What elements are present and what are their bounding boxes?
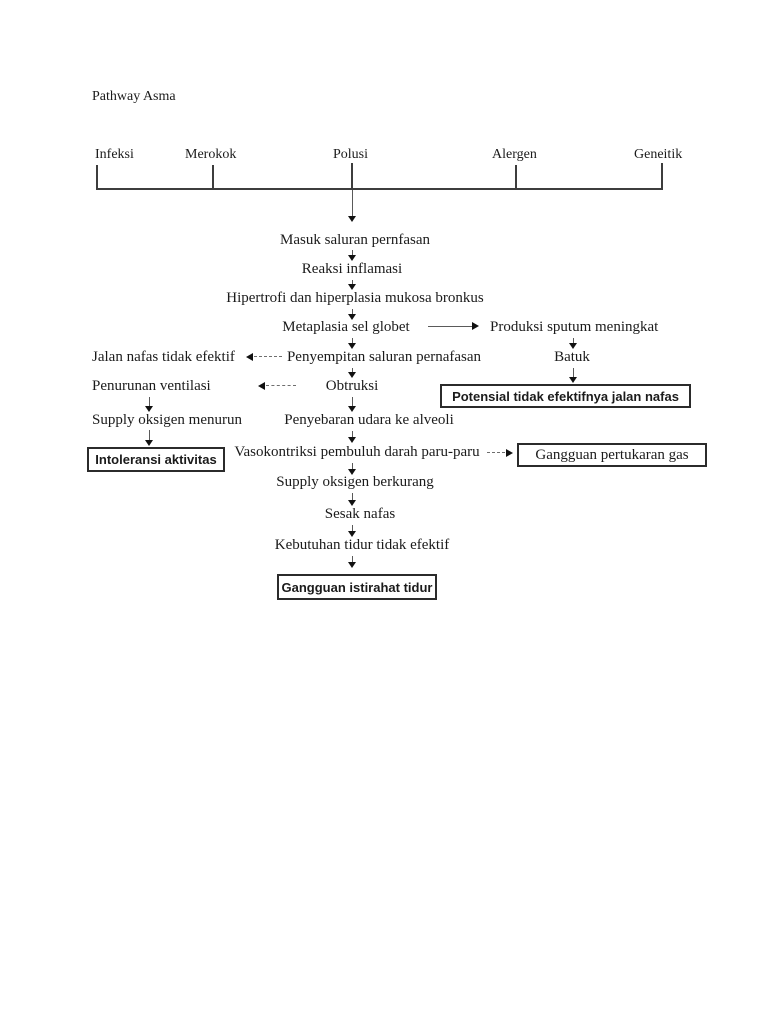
arrow-metaplasia-to-penyempitan: [348, 338, 356, 349]
arrow-obtruksi-to-penyebaran: [348, 397, 356, 412]
node-penyebaran: Penyebaran udara ke alveoli: [284, 412, 454, 428]
arrow-batuk-to-potensial: [569, 368, 577, 383]
bracket-line: [96, 188, 663, 190]
diagnosis-box-gangguan-tidur: Gangguan istirahat tidur: [277, 574, 437, 600]
node-penyempitan: Penyempitan saluran pernafasan: [286, 349, 482, 365]
arrow-masuk-to-reaksi: [348, 250, 356, 261]
arrow-supply-menurun-to-intoleransi: [145, 430, 153, 446]
arrow-metaplasia-to-produksi: [428, 322, 479, 330]
cause-label-infeksi: Infeksi: [95, 147, 134, 162]
arrow-reaksi-to-hipertrofi: [348, 280, 356, 290]
cause-label-alergen: Alergen: [492, 147, 537, 162]
arrow-penyebaran-to-vasokontriksi: [348, 431, 356, 443]
bracket-tick-infeksi: [96, 165, 98, 188]
bracket-tick-geneitik: [661, 163, 663, 188]
page-title: Pathway Asma: [92, 89, 176, 104]
node-obtruksi: Obtruksi: [325, 378, 379, 394]
node-batuk: Batuk: [554, 349, 590, 365]
arrow-kebutuhan-to-gangguan-tidur: [348, 556, 356, 568]
diagnosis-box-potensial: Potensial tidak efektifnya jalan nafas: [440, 384, 691, 408]
dashed-arrow-obtruksi-to-penurunan: [258, 382, 296, 390]
diagnosis-box-gangguan-gas: Gangguan pertukaran gas: [517, 443, 707, 467]
node-supply-berkurang: Supply oksigen berkurang: [276, 474, 434, 490]
cause-label-merokok: Merokok: [185, 147, 237, 162]
node-produksi-sputum: Produksi sputum meningkat: [490, 319, 659, 335]
node-masuk-saluran: Masuk saluran pernfasan: [280, 232, 430, 248]
dashed-arrow-vasokontriksi-to-gangguan-gas: [487, 449, 513, 457]
arrow-sesak-to-kebutuhan: [348, 525, 356, 537]
arrow-produksi-to-batuk: [569, 338, 577, 349]
arrow-hipertrofi-to-metaplasia: [348, 309, 356, 320]
cause-label-geneitik: Geneitik: [634, 147, 683, 162]
arrow-causes-to-masuk: [348, 190, 356, 222]
node-vasokontriksi: Vasokontriksi pembuluh darah paru-paru: [234, 444, 480, 460]
arrow-penurunan-to-supply-menurun: [145, 397, 153, 412]
node-metaplasia: Metaplasia sel globet: [282, 319, 410, 335]
node-hipertrofi: Hipertrofi dan hiperplasia mukosa bronku…: [226, 290, 484, 306]
node-supply-menurun: Supply oksigen menurun: [92, 412, 242, 428]
arrow-penyempitan-to-obtruksi: [348, 368, 356, 378]
node-reaksi-inflamasi: Reaksi inflamasi: [301, 261, 403, 277]
arrow-supply-to-sesak: [348, 493, 356, 506]
bracket-tick-alergen: [515, 165, 517, 188]
dashed-arrow-penyempitan-to-jalan-nafas: [246, 353, 282, 361]
node-penurunan-ventilasi: Penurunan ventilasi: [92, 378, 211, 394]
node-jalan-nafas: Jalan nafas tidak efektif: [92, 349, 235, 365]
node-kebutuhan-tidur: Kebutuhan tidur tidak efektif: [274, 537, 450, 553]
arrow-vasokontriksi-to-supply: [348, 463, 356, 475]
bracket-tick-polusi: [351, 163, 353, 188]
node-sesak-nafas: Sesak nafas: [324, 506, 396, 522]
cause-label-polusi: Polusi: [333, 147, 369, 162]
diagnosis-box-intoleransi: Intoleransi aktivitas: [87, 447, 225, 472]
bracket-tick-merokok: [212, 165, 214, 188]
